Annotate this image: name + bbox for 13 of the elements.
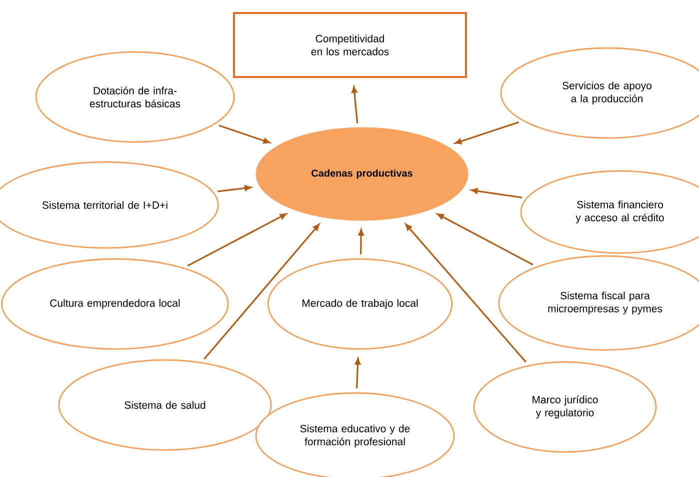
outcome-box: Competitividad en los mercados (233, 12, 467, 78)
arrow (187, 213, 287, 266)
arrow (204, 224, 320, 360)
arrow (218, 124, 270, 144)
arrow (354, 358, 361, 388)
arrow (471, 188, 522, 198)
arrow (217, 185, 252, 192)
arrow (352, 86, 358, 124)
arrow (454, 121, 519, 144)
node-label: Sistema educativo y de formación profesional (300, 424, 410, 448)
arrow (358, 229, 364, 254)
arrow (405, 224, 526, 363)
arrow (437, 213, 534, 266)
